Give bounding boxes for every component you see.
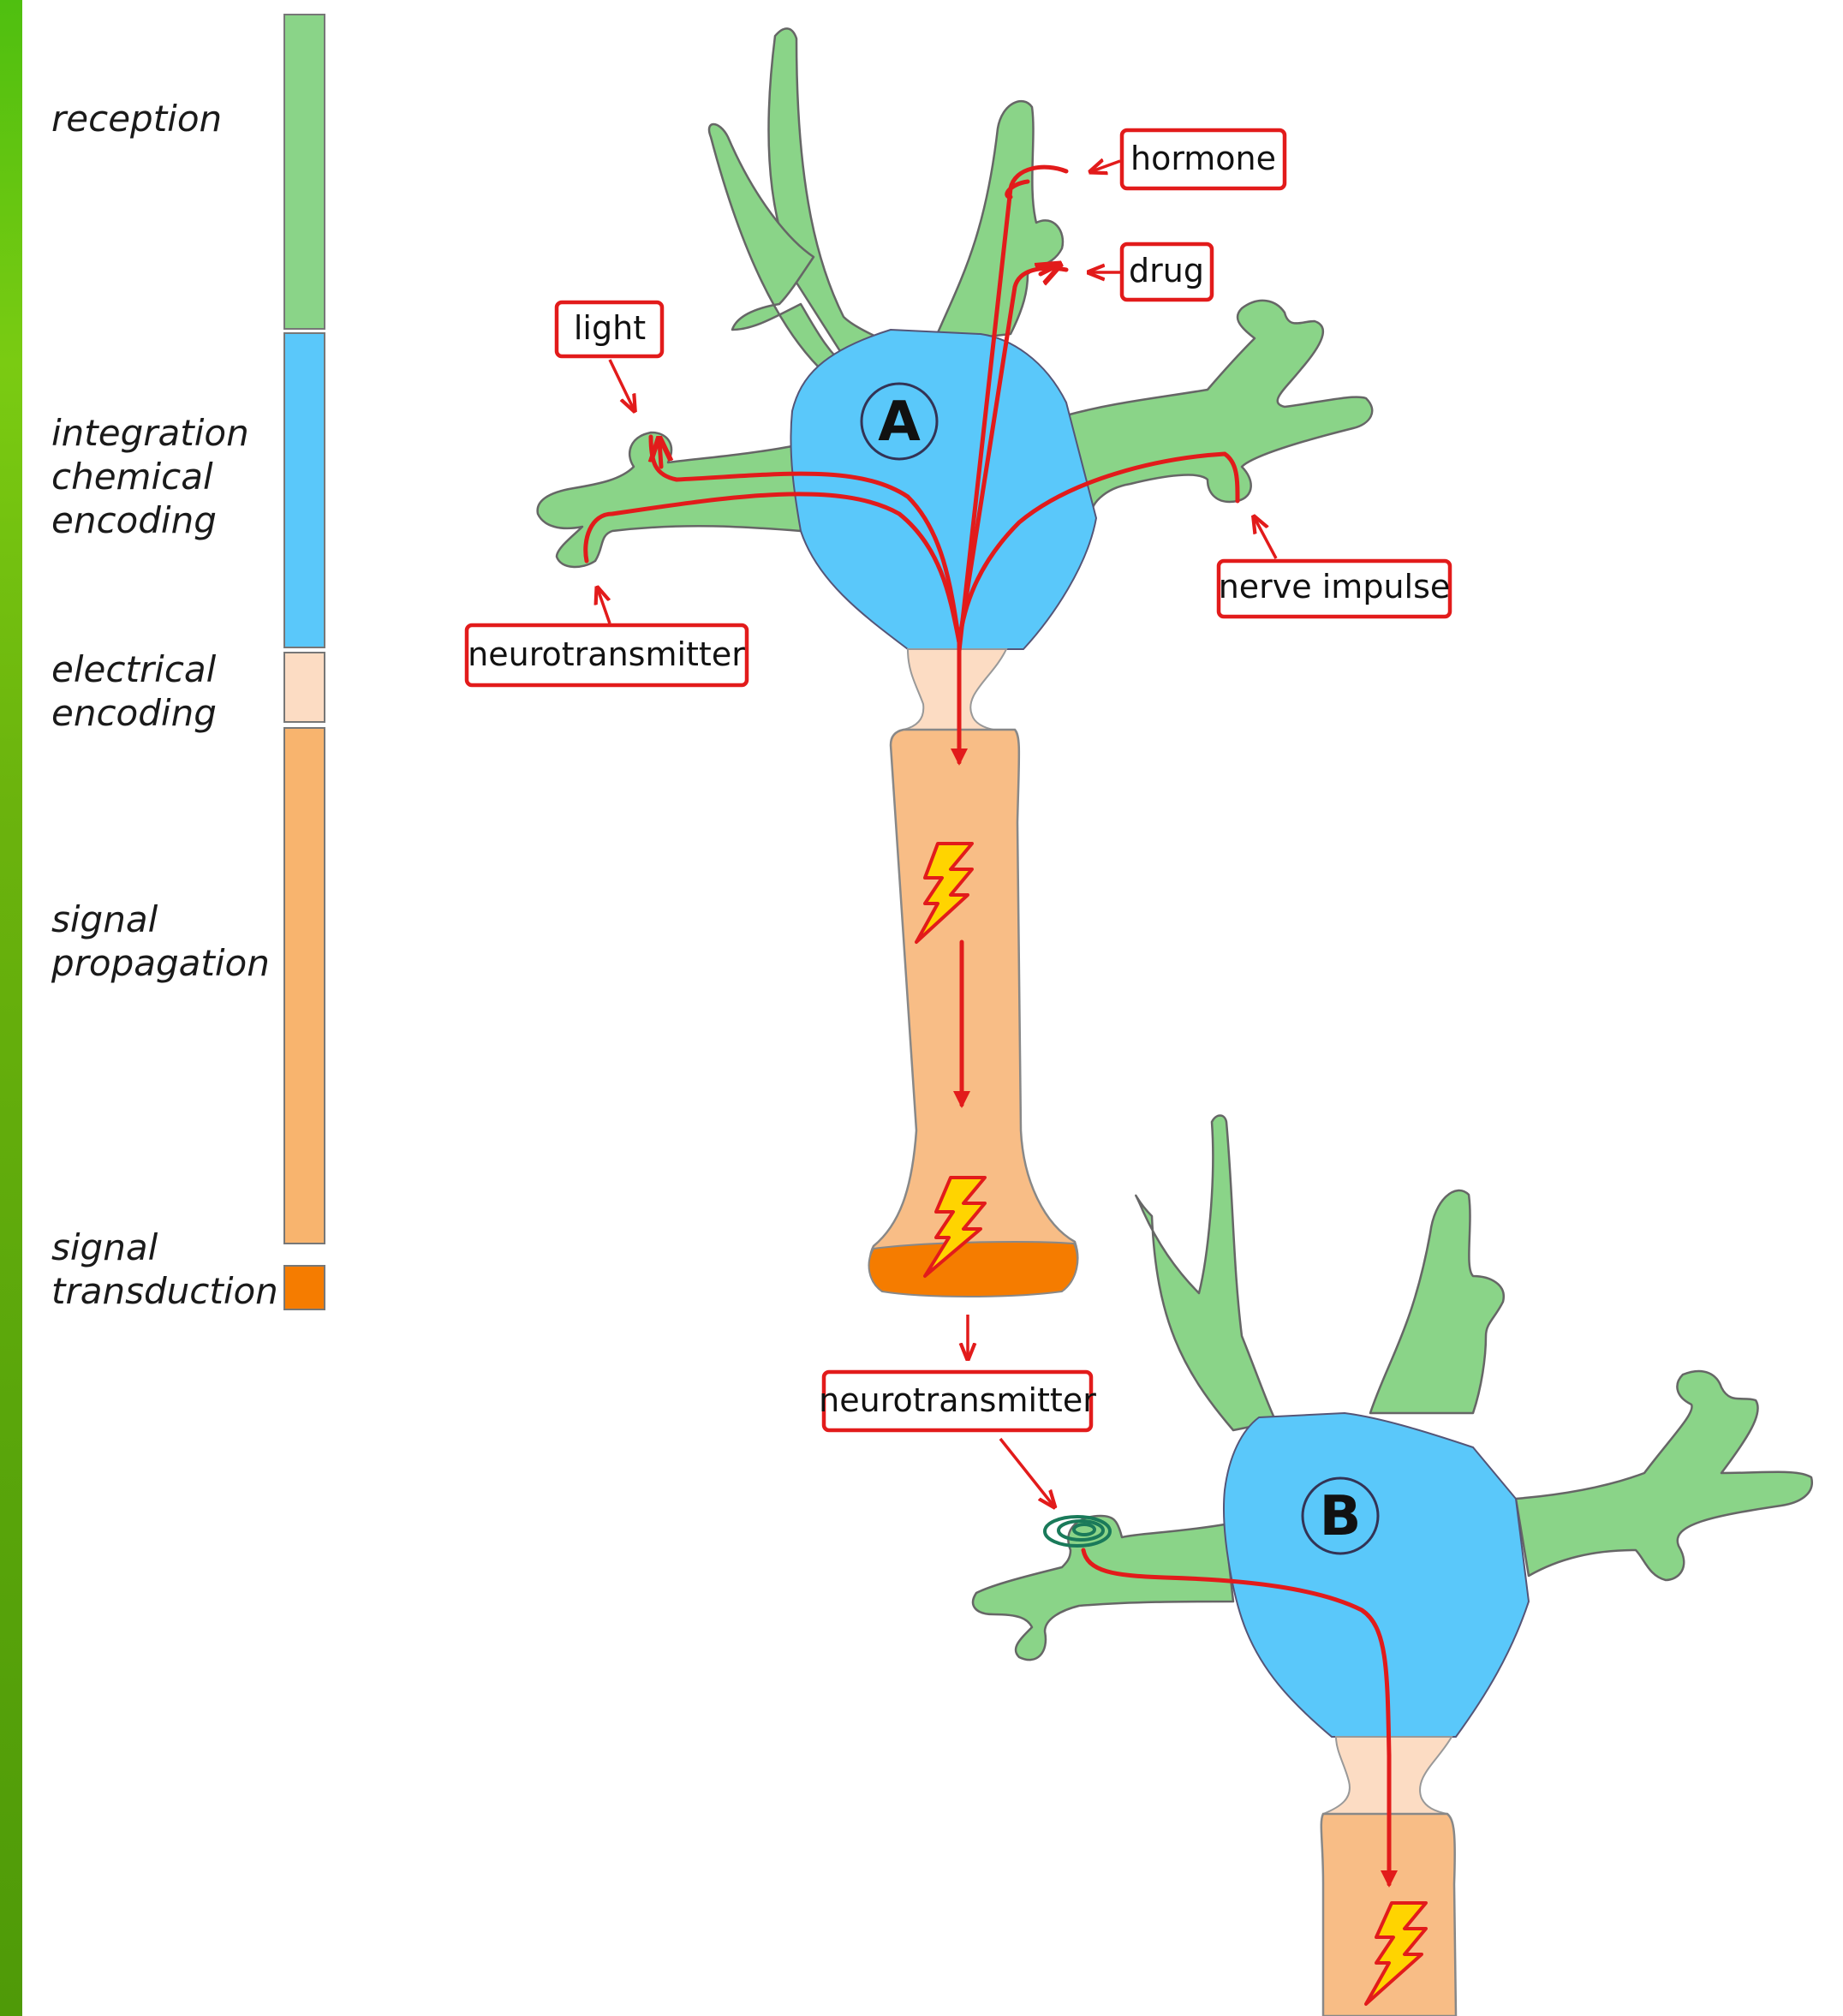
dendrite-b-right [1516,1371,1812,1580]
stage-label-transduction: transduction [51,1270,278,1312]
stage-label-signal-2: signal [51,1226,158,1268]
stage-label-reception: reception [51,98,222,140]
dendrite-right [1066,301,1372,518]
stage-bar-signal-propagation [284,728,325,1244]
pointer-receptor [1000,1439,1053,1506]
stage-label-chemical: chemical [51,456,213,498]
stage-label-electrical-encoding: encoding [51,692,217,734]
pointer-nerve-impulse [1255,518,1276,558]
label-light: light [574,309,646,347]
dendrite-b-upper-right [1370,1190,1504,1413]
stage-label-integration: integration [51,412,249,454]
dendrite-b-upper-left [1136,1116,1276,1431]
dendrite-left [538,432,801,567]
stage-legend: reception integration chemical encoding … [51,15,325,1312]
stage-bar-integration [284,333,325,647]
dendrite-b-left [973,1516,1233,1660]
stage-bar-signal-transduction [284,1266,325,1309]
label-neurotransmitter-in: neurotransmitter [468,635,745,673]
label-neurotransmitter-out: neurotransmitter [819,1381,1096,1419]
axon-hillock-a [904,649,1006,730]
stage-label-propagation: propagation [51,942,270,984]
label-nerve-impulse: nerve impulse [1219,568,1451,605]
label-hormone: hormone [1130,140,1276,177]
pointer-hormone [1092,161,1120,171]
stage-label-electrical: electrical [51,648,217,690]
soma-a [790,330,1096,649]
pointer-neurotransmitter-in [598,589,610,623]
stage-label-encoding: encoding [51,499,217,541]
cell-b-letter: B [1320,1485,1362,1548]
axon-terminal-a [869,1242,1077,1297]
light-hook [659,441,661,467]
cell-a-letter: A [878,391,921,454]
stage-bar-electrical-encoding [284,653,325,722]
soma-b [1224,1413,1529,1737]
label-drug: drug [1129,252,1204,289]
neuron-b: B [973,1116,1812,2016]
stage-label-signal: signal [51,898,158,940]
stage-bar-reception [284,15,325,329]
pointer-light [610,360,634,409]
